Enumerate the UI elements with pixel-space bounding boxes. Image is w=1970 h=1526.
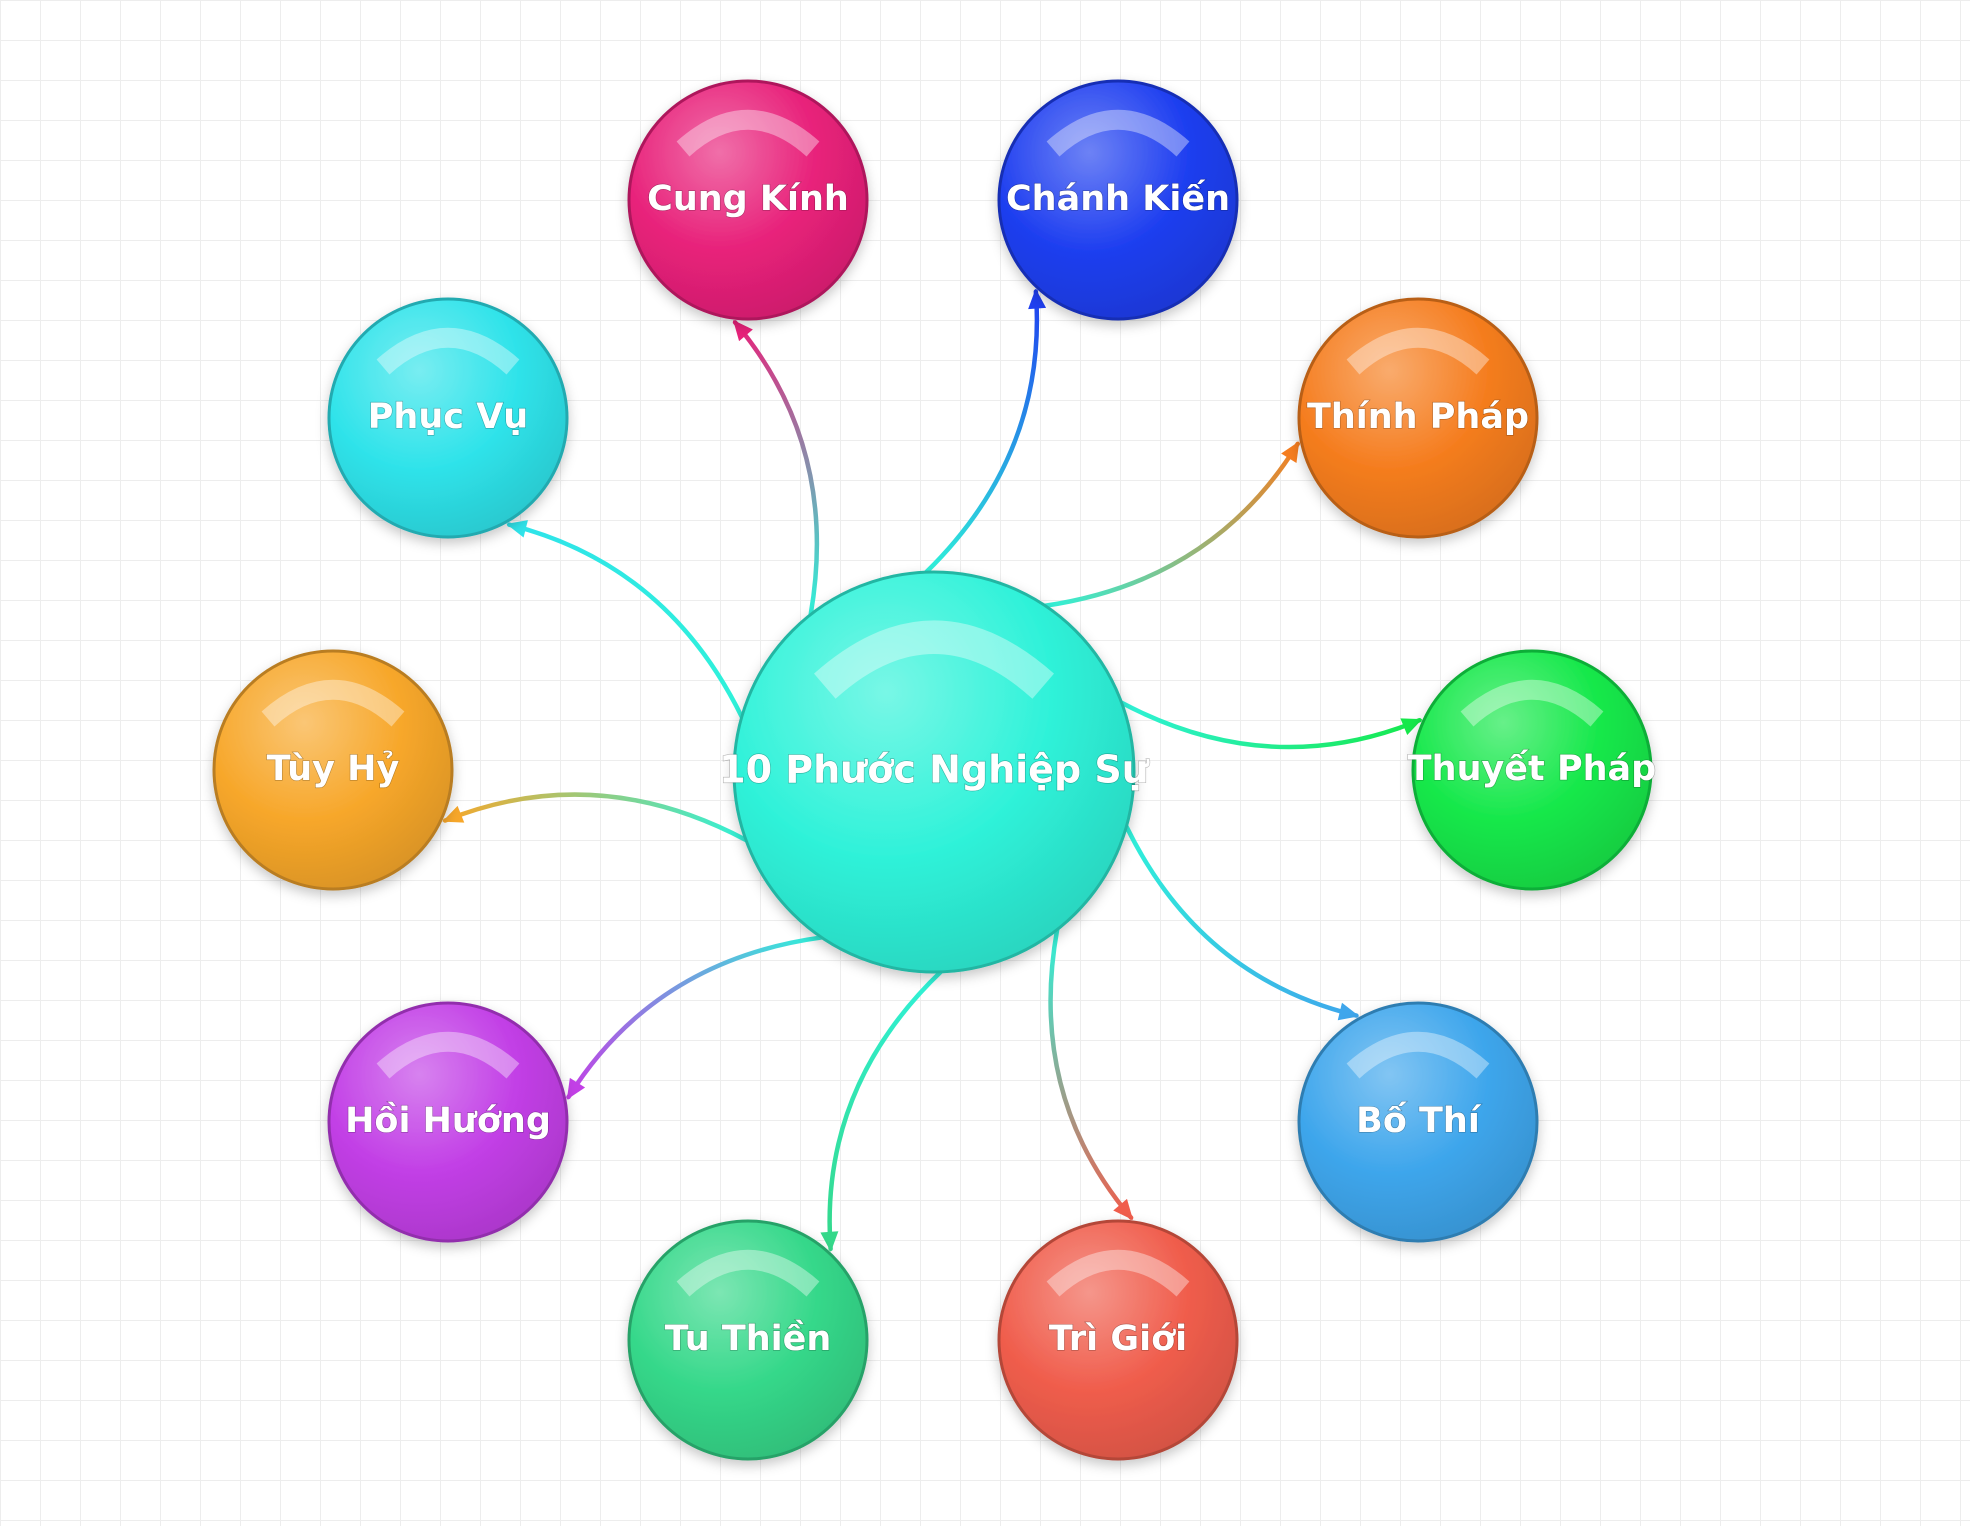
node-thinh-phap[interactable]: Thính Pháp [1297,297,1539,539]
arrowhead-cung-kinh [733,320,753,342]
center-node-label: 10 Phước Nghiệp Sự [719,748,1150,792]
arrowhead-tuy-hy [442,805,465,823]
node-bo-thi-label: Bố Thí [1356,1101,1482,1141]
connector-hoi-huong [566,935,824,1100]
connector-tri-gioi [1048,927,1134,1220]
node-thinh-phap-label: Thính Pháp [1307,397,1529,437]
node-hoi-huong[interactable]: Hồi Hướng [327,1001,569,1243]
node-tuy-hy-gloss [261,679,405,727]
arrowhead-hoi-huong [566,1077,586,1100]
arrowhead-thinh-phap [1281,441,1300,464]
connector-tuy-hy [442,792,749,843]
node-phuc-vu[interactable]: Phục Vụ [327,297,569,539]
connector-phuc-vu [507,522,745,720]
arrowhead-thuyet-phap [1400,718,1423,736]
node-chanh-kien-label: Chánh Kiến [1006,179,1230,219]
node-thuyet-phap[interactable]: Thuyết Pháp [1407,649,1657,891]
node-tri-gioi[interactable]: Trì Giới [997,1219,1239,1461]
node-hoi-huong-gloss [376,1031,520,1079]
connector-tu-thien [827,969,943,1252]
node-chanh-kien-circle [997,79,1239,321]
node-phuc-vu-circle [327,297,569,539]
node-tuy-hy[interactable]: Tùy Hỷ [212,649,454,891]
node-bo-thi[interactable]: Bố Thí [1297,1001,1539,1243]
node-hoi-huong-label: Hồi Hướng [345,1100,551,1141]
node-tri-gioi-circle [997,1219,1239,1461]
node-phuc-vu-gloss [376,327,520,375]
node-thinh-phap-circle [1297,297,1539,539]
connector-chanh-kien [923,289,1040,575]
connector-bo-thi [1124,824,1359,1018]
node-tu-thien-label: Tu Thiền [665,1318,832,1359]
node-cung-kinh-label: Cung Kính [647,179,849,219]
node-hoi-huong-circle [327,1001,569,1243]
node-thuyet-phap-label: Thuyết Pháp [1408,749,1656,789]
connector-thinh-phap [1042,441,1300,608]
node-tri-gioi-gloss [1046,1249,1190,1297]
node-thinh-phap-gloss [1346,327,1490,375]
node-cung-kinh[interactable]: Cung Kính [627,79,869,321]
node-tuy-hy-label: Tùy Hỷ [267,749,400,789]
arrowhead-phuc-vu [506,520,528,538]
center-node-circle [732,570,1136,974]
arrowhead-tu-thien [820,1231,839,1252]
node-tuy-hy-circle [212,649,454,891]
node-cung-kinh-gloss [676,109,820,157]
arrowhead-bo-thi [1337,1002,1360,1021]
connector-cung-kinh [732,320,820,617]
node-tu-thien-circle [627,1219,869,1461]
node-bo-thi-gloss [1346,1031,1490,1079]
connector-thuyet-phap [1119,700,1422,750]
node-tu-thien[interactable]: Tu Thiền [627,1219,869,1461]
node-thuyet-phap-circle [1411,649,1653,891]
node-phuc-vu-label: Phục Vụ [368,397,528,437]
node-bo-thi-circle [1297,1001,1539,1243]
connector-layer [442,288,1423,1252]
node-layer: 10 Phước Nghiệp Sự Cung Kính Chánh KiếnThí… [212,79,1657,1461]
node-tu-thien-gloss [676,1249,820,1297]
node-thuyet-phap-gloss [1460,679,1604,727]
node-chanh-kien[interactable]: Chánh Kiến [997,79,1239,321]
arrowhead-tri-gioi [1113,1198,1134,1220]
node-cung-kinh-circle [627,79,869,321]
center-node-gloss [814,620,1054,699]
arrowhead-chanh-kien [1028,288,1047,310]
center-node[interactable]: 10 Phước Nghiệp Sự [719,570,1150,974]
node-tri-gioi-label: Trì Giới [1049,1319,1187,1359]
node-chanh-kien-gloss [1046,109,1190,157]
